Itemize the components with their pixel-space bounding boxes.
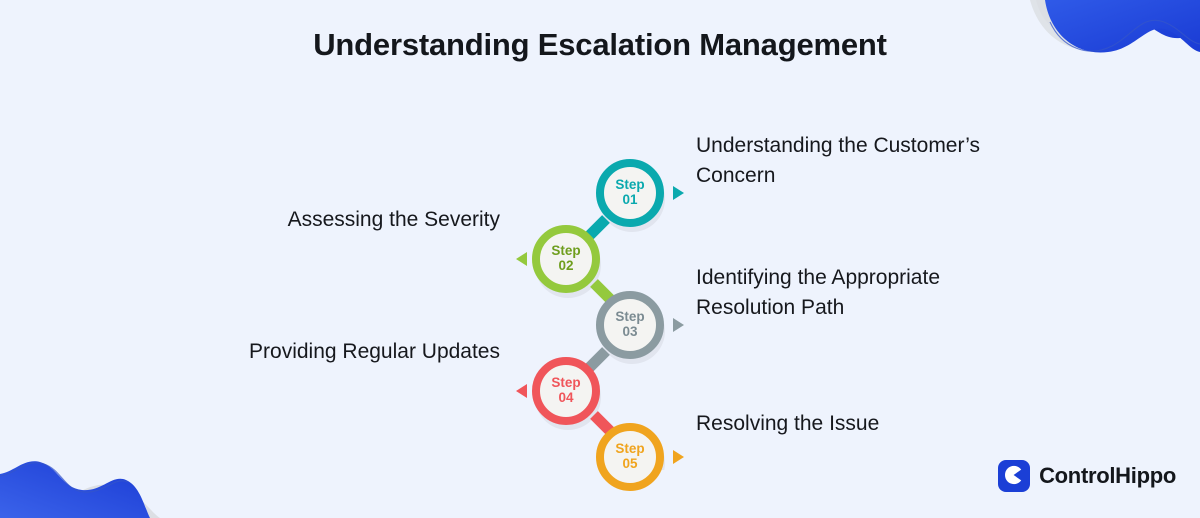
step-word-05: Step [615, 441, 645, 457]
step-node-05[interactable]: Step 05 [596, 423, 664, 491]
step-word-03: Step [615, 309, 645, 325]
controlhippo-mark-icon [998, 460, 1031, 492]
step-word-01: Step [615, 177, 645, 193]
step-label-02: Assessing the Severity [287, 208, 500, 231]
step-number-02: 02 [558, 258, 574, 273]
step-number-05: 05 [622, 456, 638, 471]
step-label-05: Resolving the Issue [696, 412, 880, 435]
step-label-03: Identifying the Appropriate Resolution P… [696, 266, 941, 319]
step-arrow-05-right-triangle-icon [673, 450, 684, 464]
step-word-04: Step [551, 375, 581, 391]
step-arrow-04-left-triangle-icon [516, 384, 527, 398]
step-arrow-03-right-triangle-icon [673, 318, 684, 332]
step-arrow-01-right-triangle-icon [673, 186, 684, 200]
step-node-01[interactable]: Step 01 [596, 159, 664, 227]
step-number-01: 01 [622, 192, 638, 207]
step-label-01: Understanding the Customer’s Concern [696, 134, 981, 187]
page-title: Understanding Escalation Management [313, 27, 887, 62]
step-number-04: 04 [558, 390, 574, 405]
step-arrow-02-left-triangle-icon [516, 252, 527, 266]
controlhippo-wordmark: ControlHippo [1039, 463, 1176, 488]
step-label-04: Providing Regular Updates [249, 340, 500, 363]
controlhippo-logo[interactable]: ControlHippo [998, 460, 1176, 492]
escalation-flow-diagram: Step 01 Understanding the Customer’s Con… [0, 100, 1200, 491]
step-node-02[interactable]: Step 02 [532, 225, 600, 293]
step-number-03: 03 [622, 324, 638, 339]
step-node-03[interactable]: Step 03 [596, 291, 664, 359]
step-node-04[interactable]: Step 04 [532, 357, 600, 425]
step-word-02: Step [551, 243, 581, 259]
